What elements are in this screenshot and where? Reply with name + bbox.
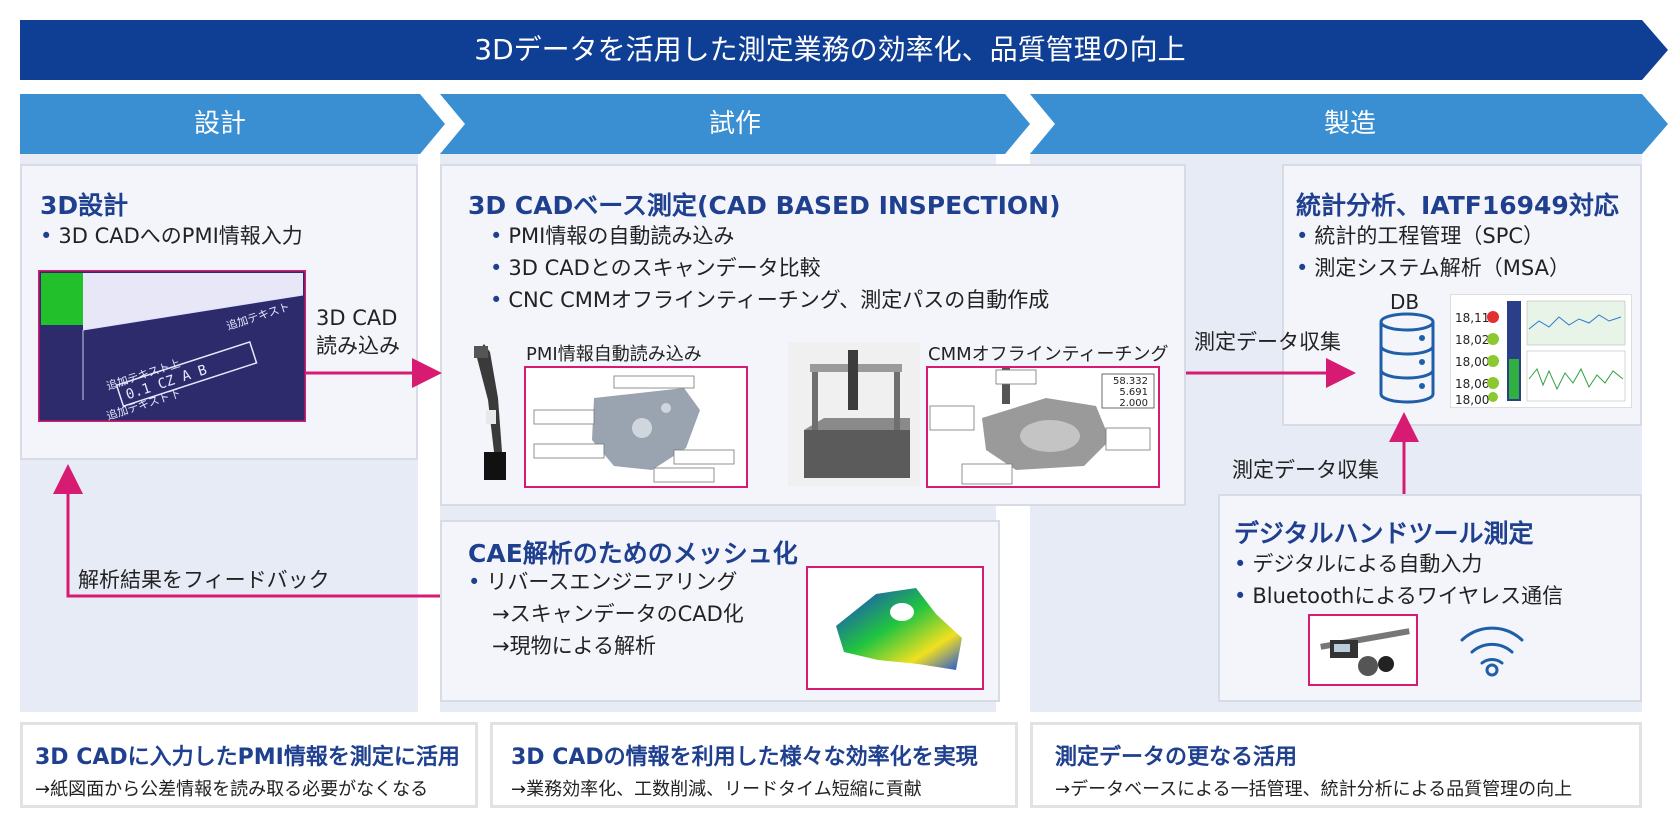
statistics-bullet-1: •統計的工程管理（SPC） bbox=[1296, 224, 1545, 248]
digital-caliper-image bbox=[1308, 614, 1418, 686]
cae-mesh-image bbox=[806, 566, 984, 690]
cmm-image-caption: CMMオフラインティーチング bbox=[928, 344, 1169, 365]
spc-value-1: 18,11 bbox=[1455, 311, 1490, 325]
cae-title: CAE解析のためのメッシュ化 bbox=[468, 539, 798, 568]
cae-bullet: •リバースエンジニアリング bbox=[468, 570, 738, 594]
cmm-value-2: 5.691 bbox=[1119, 387, 1148, 398]
cad-bullet-1: •PMI情報の自動読み込み bbox=[490, 224, 735, 248]
cmm-machine-image bbox=[788, 342, 920, 486]
phase-design: 設計 bbox=[193, 109, 246, 139]
design-bullet: •3D CADへのPMI情報入力 bbox=[40, 224, 303, 248]
statistics-bullet-2: •測定システム解析（MSA） bbox=[1296, 256, 1570, 280]
data-collection-label-top: 測定データ収集 bbox=[1194, 330, 1341, 354]
banner-title: 3Dデータを活用した測定業務の効率化、品質管理の向上 bbox=[474, 33, 1186, 66]
spc-value-5: 18,00 bbox=[1455, 393, 1490, 407]
spc-value-list: 18,11 18,02 18,00 18,06 18,00 bbox=[1455, 301, 1515, 407]
spc-value-2: 18,02 bbox=[1455, 333, 1490, 347]
summary-title-prototype: 3D CADの情報を利用した様々な効率化を実現 bbox=[511, 745, 978, 770]
cad-pmi-drawing: 追加テキスト上 追加テキスト下 追加テキスト 0.1 CZ A B bbox=[38, 270, 306, 422]
summary-box-production: 測定データの更なる活用 →データベースによる一括管理、統計分析による品質管理の向… bbox=[1030, 722, 1642, 808]
db-label: DB bbox=[1390, 290, 1420, 314]
data-collection-label-mid: 測定データ収集 bbox=[1232, 458, 1379, 482]
scanner-arm-image bbox=[474, 344, 506, 480]
hand-tool-bullet-2: •Bluetoothによるワイヤレス通信 bbox=[1234, 584, 1564, 608]
spc-charts bbox=[1487, 300, 1626, 402]
cad-bullet-3: •CNC CMMオフラインティーチング、測定パスの自動作成 bbox=[490, 288, 1050, 312]
pmi-image-caption: PMI情報自動読み込み bbox=[526, 344, 702, 365]
cmm-offline-teaching-image: 58.332 5.691 2.000 bbox=[926, 366, 1160, 488]
design-title: 3D設計 bbox=[40, 191, 129, 220]
spc-dashboard: 18,11 18,02 18,00 18,06 18,00 bbox=[1450, 294, 1632, 408]
phase-production: 製造 bbox=[1323, 109, 1376, 139]
phase-prototype: 試作 bbox=[708, 109, 761, 139]
cae-sub-2: →現物による解析 bbox=[492, 634, 656, 658]
summary-title-design: 3D CADに入力したPMI情報を測定に活用 bbox=[35, 745, 460, 770]
cad-import-label: 3D CAD 読み込み bbox=[316, 306, 400, 358]
cad-inspection-title: 3D CADベース測定(CAD BASED INSPECTION) bbox=[468, 191, 1061, 220]
cmm-value-1: 58.332 bbox=[1113, 376, 1148, 387]
summary-sub-design: →紙図面から公差情報を読み取る必要がなくなる bbox=[35, 779, 429, 800]
phase-arrows bbox=[20, 94, 1668, 154]
cae-sub-1: →スキャンデータのCAD化 bbox=[492, 602, 744, 626]
hand-tool-panel: デジタルハンドツール測定 •デジタルによる自動入力 •Bluetoothによるワ… bbox=[1218, 494, 1642, 702]
hand-tool-bullet-1: •デジタルによる自動入力 bbox=[1234, 552, 1483, 576]
hand-tool-title: デジタルハンドツール測定 bbox=[1234, 519, 1534, 548]
cad-bullet-2: •3D CADとのスキャンデータ比較 bbox=[490, 256, 821, 280]
statistics-title: 統計分析、IATF16949対応 bbox=[1296, 191, 1619, 220]
spc-value-3: 18,00 bbox=[1455, 355, 1490, 369]
database-icon bbox=[1379, 312, 1435, 404]
pmi-auto-read-image bbox=[524, 366, 748, 488]
summary-sub-prototype: →業務効率化、工数削減、リードタイム短縮に貢献 bbox=[511, 779, 922, 800]
wireless-icon bbox=[1460, 626, 1524, 677]
summary-title-production: 測定データの更なる活用 bbox=[1055, 745, 1298, 770]
top-banner bbox=[20, 20, 1668, 80]
feedback-label: 解析結果をフィードバック bbox=[78, 568, 330, 592]
summary-box-prototype: 3D CADの情報を利用した様々な効率化を実現 →業務効率化、工数削減、リードタ… bbox=[490, 722, 1018, 808]
spc-value-4: 18,06 bbox=[1455, 377, 1490, 391]
cmm-value-3: 2.000 bbox=[1119, 398, 1148, 409]
summary-sub-production: →データベースによる一括管理、統計分析による品質管理の向上 bbox=[1055, 779, 1573, 800]
summary-box-design: 3D CADに入力したPMI情報を測定に活用 →紙図面から公差情報を読み取る必要… bbox=[20, 722, 478, 808]
